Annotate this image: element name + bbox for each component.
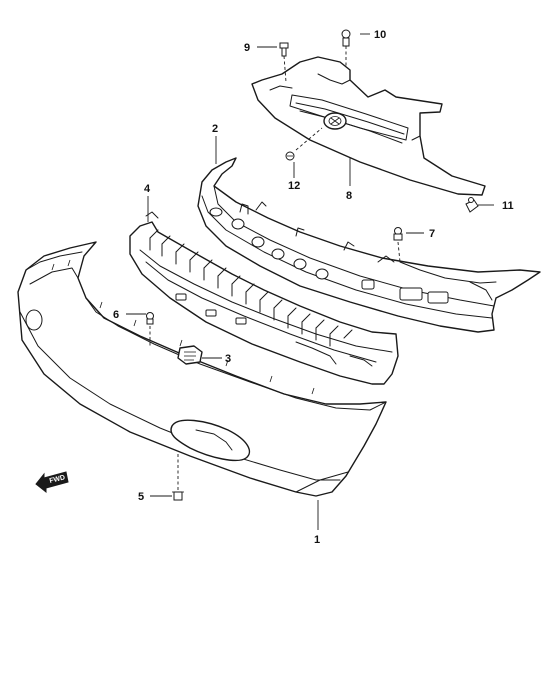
callout-1: 1: [314, 534, 320, 546]
callout-6: 6: [113, 309, 119, 321]
retainer-part-3: [177, 345, 203, 365]
callout-5: 5: [138, 491, 144, 503]
callout-3: 3: [225, 353, 231, 365]
bolt-part-7: [393, 227, 403, 241]
bolt-part-9: [279, 42, 289, 57]
fwd-label: FWD: [49, 474, 66, 485]
energy-absorber-part-4: [129, 211, 399, 385]
clip-part-6: [146, 312, 154, 325]
callout-8: 8: [346, 190, 352, 202]
fwd-direction-arrow: FWD: [35, 471, 69, 494]
callout-4: 4: [144, 183, 151, 195]
callout-7: 7: [429, 228, 435, 240]
clip-part-12: [285, 151, 295, 161]
callout-9: 9: [244, 42, 250, 54]
callout-labels: 1 2 3 4 5 6 7 8 9 10 11 12: [113, 29, 514, 546]
bolt-part-10: [341, 29, 351, 47]
bolt-part-5: [172, 491, 184, 501]
leader-lines: [126, 33, 494, 530]
callout-11: 11: [502, 200, 514, 212]
callout-10: 10: [374, 29, 386, 41]
callout-2: 2: [212, 123, 218, 135]
callout-12: 12: [288, 180, 300, 192]
bumper-reinforcement-part-2: [197, 157, 541, 333]
grille-part-8: [251, 56, 486, 196]
bumper-cover-part-1: [17, 241, 387, 497]
bolt-part-11: [465, 197, 479, 213]
